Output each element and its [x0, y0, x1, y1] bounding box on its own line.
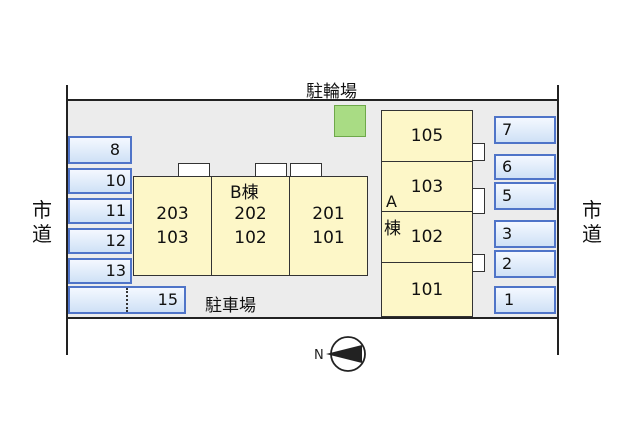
- unit-number-upper: 203: [156, 204, 189, 224]
- parking-space-number: 7: [502, 120, 513, 139]
- unit-number-upper: 202: [234, 204, 267, 224]
- unit-number-lower: 103: [156, 228, 189, 248]
- unit-number-lower: 102: [234, 228, 267, 248]
- unit-number: 102: [410, 227, 444, 247]
- building-a-balcony-2: [471, 188, 485, 214]
- unit-number: 103: [410, 176, 444, 197]
- building-a-label-letter: A: [386, 192, 397, 211]
- parking-space-number: 11: [105, 201, 126, 220]
- building-a-unit-3: 102: [381, 211, 473, 263]
- parking-space-left-1: 8: [68, 136, 132, 164]
- road-label-right: 市道: [582, 198, 602, 246]
- building-a-unit-4: 101: [381, 262, 473, 317]
- parking-space-number: 13: [105, 261, 126, 280]
- building-b-label: B棟: [230, 183, 259, 203]
- parking-space-right-1: 7: [494, 116, 556, 144]
- unit-number-lower: 101: [312, 228, 345, 248]
- parking-space-number: 12: [105, 231, 126, 250]
- building-b-balcony-1: [178, 163, 210, 177]
- compass-north-icon: N: [314, 336, 366, 372]
- building-a-balcony-1: [471, 143, 485, 161]
- building-a-label-kanji: 棟: [384, 219, 401, 239]
- parking-space-right-5: 2: [494, 250, 556, 278]
- building-b-unit-2: 202 102: [211, 176, 290, 276]
- road-line-right: [557, 85, 559, 355]
- parking-space-number: 15: [157, 290, 178, 309]
- building-b-unit-1: 203 103: [133, 176, 212, 276]
- parking-space-divider-dashed: [126, 288, 128, 312]
- road-line-top: [68, 99, 558, 101]
- parking-lot-label: 駐車場: [205, 296, 256, 316]
- parking-space-left-5: 13: [68, 258, 132, 284]
- parking-space-number: 10: [105, 171, 126, 190]
- parking-space-left-3: 11: [68, 198, 132, 224]
- building-b-balcony-3: [290, 163, 322, 177]
- parking-space-right-6: 1: [494, 286, 556, 314]
- unit-number: 101: [410, 279, 444, 300]
- road-line-bottom: [68, 317, 558, 319]
- parking-space-right-4: 3: [494, 220, 556, 248]
- building-a-balcony-3: [471, 254, 485, 272]
- road-line-left: [66, 85, 68, 355]
- parking-space-number: 2: [502, 254, 513, 273]
- parking-space-number: 8: [109, 140, 120, 159]
- parking-space-number: 5: [502, 186, 513, 205]
- unit-number-upper: 201: [312, 204, 345, 224]
- parking-space-left-4: 12: [68, 228, 132, 254]
- parking-space-number: 1: [504, 290, 515, 309]
- parking-space-right-2: 6: [494, 154, 556, 180]
- parking-space-number: 6: [502, 157, 513, 176]
- building-a-unit-1: 105: [381, 110, 473, 162]
- building-a-unit-2: 103: [381, 161, 473, 212]
- unit-number: 105: [410, 126, 444, 146]
- bicycle-parking-label: 駐輪場: [306, 82, 357, 102]
- building-b-balcony-2: [255, 163, 287, 177]
- compass-label: N: [314, 348, 324, 363]
- bicycle-parking-area: [334, 105, 366, 137]
- road-label-left: 市道: [32, 198, 52, 246]
- building-b-unit-3: 201 101: [289, 176, 368, 276]
- parking-space-right-3: 5: [494, 182, 556, 210]
- parking-space-left-2: 10: [68, 168, 132, 194]
- parking-space-number: 3: [502, 224, 513, 243]
